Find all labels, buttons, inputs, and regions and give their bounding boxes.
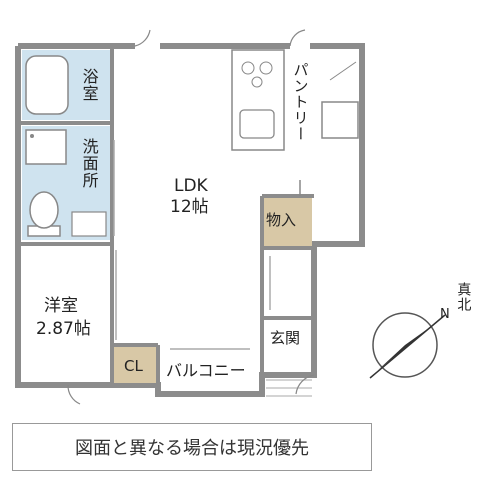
- compass-n-letter: N: [440, 307, 450, 322]
- washer-space: [71, 211, 107, 237]
- closet-label: CL: [124, 357, 143, 375]
- compass: [369, 312, 446, 379]
- closet-area: [114, 347, 156, 383]
- bathtub-icon: [25, 55, 69, 115]
- storage-area: [264, 198, 312, 246]
- interior-walls: [18, 46, 314, 394]
- stove-burner-icon: [251, 76, 263, 88]
- drain-icon: [30, 134, 34, 138]
- storage-label: 物入: [266, 211, 297, 229]
- compass-north-label: 真北: [455, 282, 472, 312]
- entrance-label: 玄関: [270, 329, 301, 347]
- pantry-line: [329, 61, 357, 81]
- stove-burner-icon: [259, 61, 273, 75]
- ldk-size: 12帖: [170, 197, 209, 217]
- door-swings: [67, 29, 315, 405]
- washroom-label: 洗面所: [79, 138, 99, 189]
- outer-walls: [15, 43, 365, 397]
- entrance-steps: [266, 379, 312, 397]
- western-room-size: 2.87帖: [36, 319, 91, 339]
- windows: [113, 140, 271, 350]
- pantry-label: パントリー: [291, 62, 310, 142]
- ldk-name: LDK: [174, 176, 208, 196]
- western-room-name: 洋室: [44, 296, 78, 316]
- stove-burner-icon: [241, 61, 255, 75]
- pantry-shelf: [321, 101, 359, 139]
- compass-axis: [369, 314, 446, 379]
- balcony-label: バルコニー: [166, 361, 246, 380]
- disclaimer-note: 図面と異なる場合は現況優先: [12, 423, 372, 471]
- sink-icon: [239, 109, 275, 139]
- bath-label: 浴室: [79, 68, 99, 102]
- toilet-bowl-icon: [29, 191, 59, 229]
